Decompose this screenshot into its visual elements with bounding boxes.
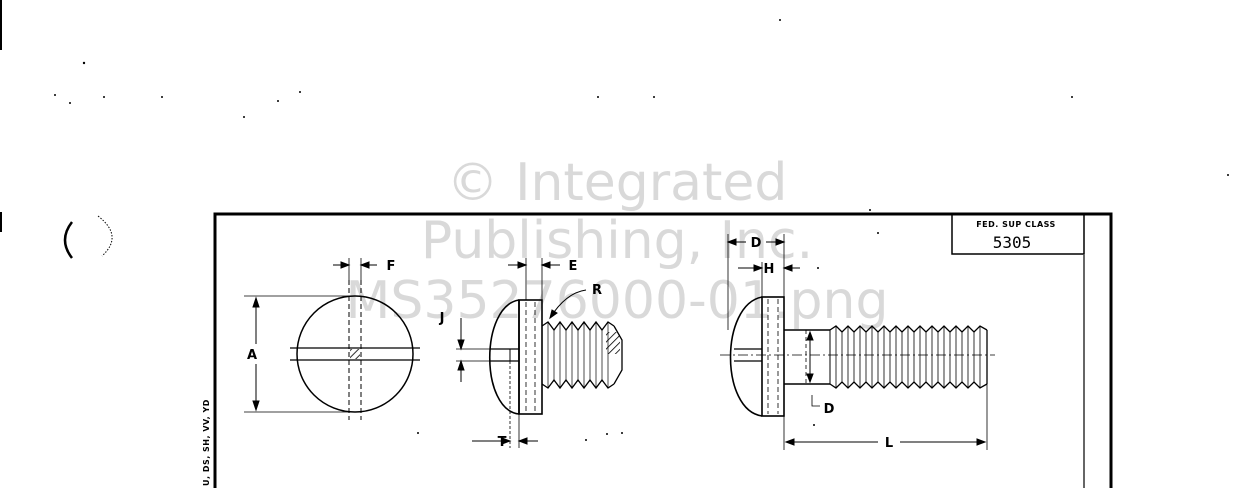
dim-label-l: L [885,436,893,451]
dim-label-d: D [824,402,835,417]
dim-label-j: J [439,311,445,326]
fed-sup-class-number: 5305 [993,233,1032,252]
drawing-border [213,212,1113,488]
dim-label-a: A [247,348,257,363]
scan-specks [0,0,1229,441]
title-block: FED. SUP CLASS 5305 [951,214,1085,255]
watermark-line-1: © Integrated [447,153,788,213]
dim-label-o: D [751,236,762,251]
dim-label-r: R [592,283,602,298]
cutaway-side-view [456,258,623,448]
title-block-heading: FED. SUP CLASS [976,220,1056,229]
dim-label-h: H [764,262,775,277]
full-side-view [720,234,995,450]
watermark: © Integrated Publishing, Inc. MS35276000… [346,153,889,331]
punch-hole-mark [63,215,113,259]
dim-label-e: E [569,259,578,274]
head-end-view [244,258,420,420]
watermark-line-2: Publishing, Inc. [421,211,813,271]
dim-label-t: T [498,435,507,450]
side-text: U, DS, SH, VV, YD [202,399,211,486]
dim-label-f: F [387,259,396,274]
watermark-line-3: MS35276000-01.png [346,271,889,331]
